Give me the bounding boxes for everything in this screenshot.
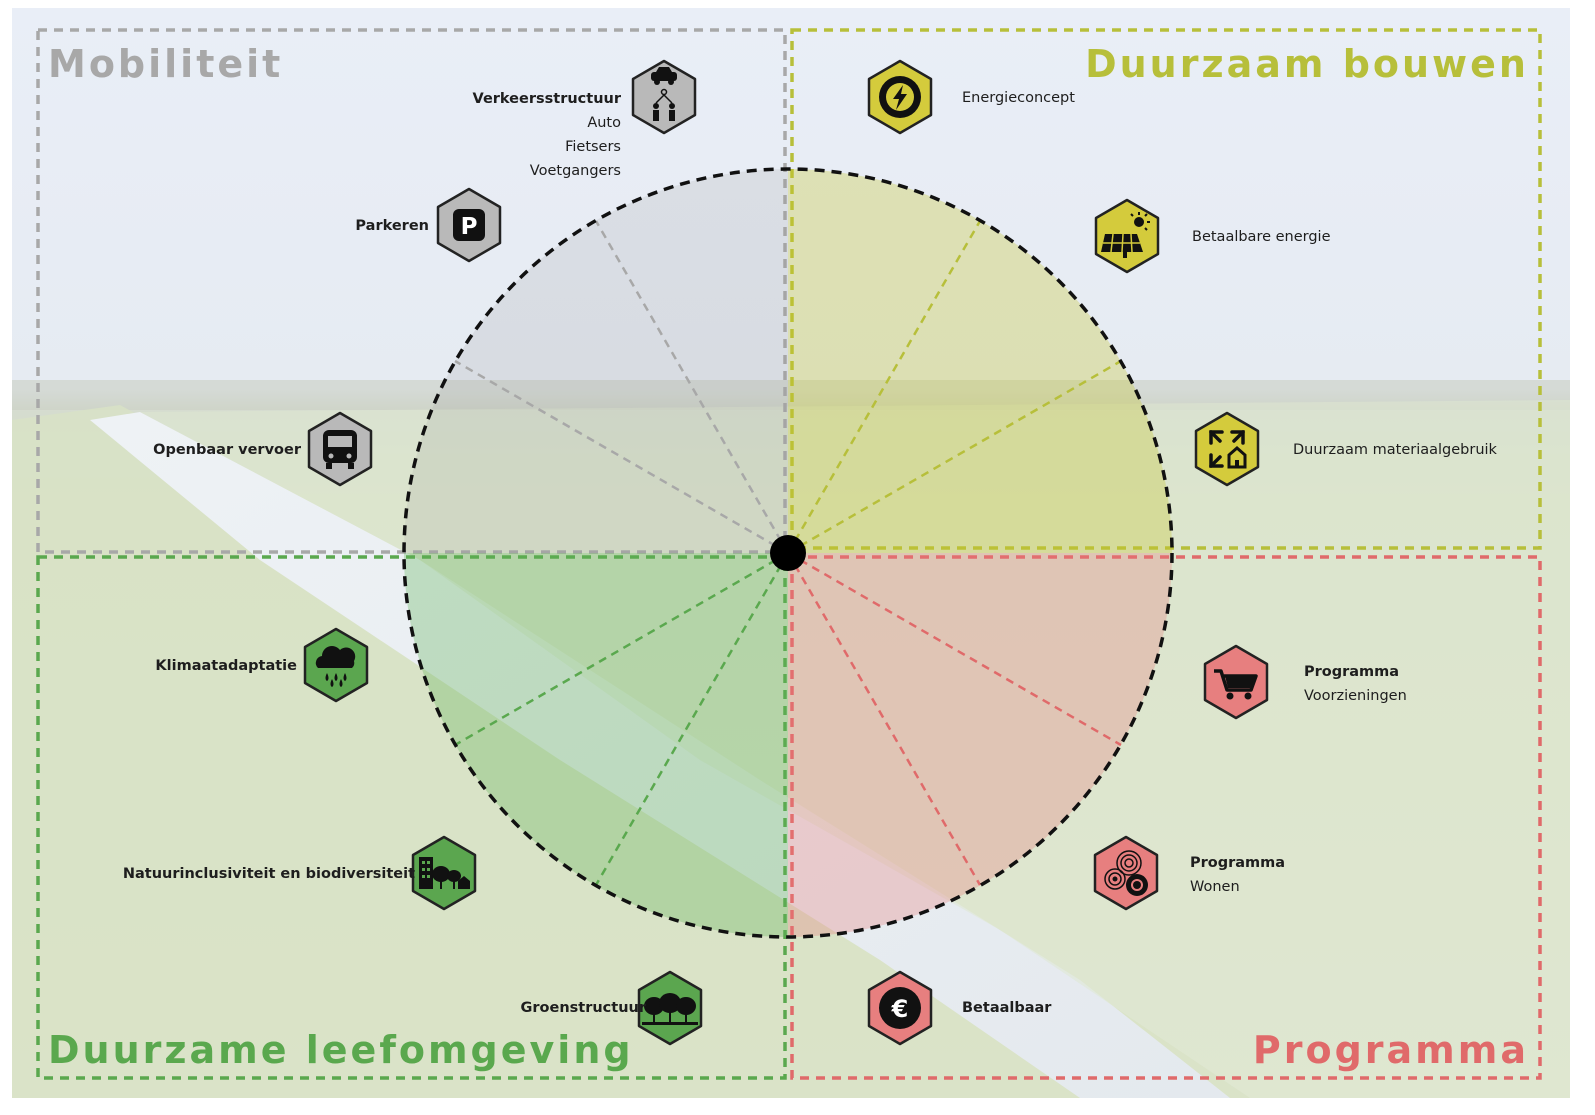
car-people-icon — [631, 59, 697, 135]
label-parkeren: Parkeren — [355, 214, 429, 238]
recycle-house-icon — [1194, 411, 1260, 487]
verkeersstructuur-fietsers: Fietsers — [565, 139, 621, 155]
housing-circles-icon — [1093, 835, 1159, 911]
mobiliteit-frame — [36, 28, 787, 554]
natuurinclusiviteit-title: Natuurinclusiviteit en biodiversiteit — [122, 866, 415, 882]
solar-panel-icon — [1094, 198, 1160, 274]
label-groenstructuur: Groenstructuur — [520, 996, 646, 1020]
quadrant-title-duurzame-leefomgeving: Duurzame leefomgeving — [48, 1028, 634, 1072]
programma-voorzieningen-sub: Voorzieningen — [1304, 688, 1407, 704]
label-betaalbaar: Betaalbaar — [962, 996, 1051, 1020]
quadrant-title-mobiliteit: Mobiliteit — [48, 42, 284, 86]
betaalbaar-title: Betaalbaar — [962, 1000, 1052, 1016]
energy-bolt-icon — [867, 59, 933, 135]
label-duurzaam-materiaalgebruik: Duurzaam materiaalgebruik — [1293, 438, 1497, 462]
betaalbare-energie-title: Betaalbare energie — [1192, 229, 1331, 245]
main-circle — [402, 167, 1174, 939]
label-openbaar-vervoer: Openbaar vervoer — [153, 438, 301, 462]
parking-icon: P — [436, 187, 502, 263]
programma-frame — [790, 555, 1542, 1080]
klimaatadaptatie-title: Klimaatadaptatie — [155, 658, 297, 674]
duurzame-leefomgeving-frame — [36, 555, 787, 1080]
bus-icon — [307, 411, 373, 487]
openbaar-vervoer-title: Openbaar vervoer — [153, 442, 301, 458]
programma-voorzieningen-title: Programma — [1304, 664, 1400, 680]
parkeren-title: Parkeren — [355, 218, 429, 234]
svg-text:€: € — [891, 995, 909, 1023]
spoke-natuurinclusiviteit — [594, 552, 790, 886]
label-programma-voorzieningen: Programma Voorzieningen — [1304, 660, 1407, 708]
duurzaam-bouwen-frame — [790, 28, 1542, 550]
label-energieconcept: Energieconcept — [962, 86, 1075, 110]
label-programma-wonen: Programma Wonen — [1190, 851, 1285, 899]
label-klimaatadaptatie: Klimaatadaptatie — [155, 654, 297, 678]
duurzaam-materiaalgebruik-title: Duurzaam materiaalgebruik — [1293, 442, 1497, 458]
circle-sector-duurzame-leefomgeving — [404, 553, 788, 937]
quadrant-title-duurzaam-bouwen: Duurzaam bouwen — [1085, 42, 1529, 86]
shopping-cart-icon — [1203, 644, 1269, 720]
label-verkeersstructuur: Verkeersstructuur Auto Fietsers Voetgang… — [473, 87, 621, 183]
circle-sector-programma — [788, 553, 1172, 937]
building-trees-icon — [411, 835, 477, 911]
spoke-verkeersstructuur — [594, 220, 790, 554]
label-betaalbare-energie: Betaalbare energie — [1192, 225, 1331, 249]
spoke-energieconcept — [786, 220, 982, 554]
label-natuurinclusiviteit: Natuurinclusiviteit en biodiversiteit — [123, 862, 415, 886]
verkeersstructuur-auto: Auto — [587, 115, 621, 131]
circle-sector-mobiliteit — [404, 169, 788, 553]
quadrant-title-programma: Programma — [1252, 1028, 1529, 1072]
energieconcept-title: Energieconcept — [962, 90, 1075, 106]
circle-sector-duurzaam-bouwen — [788, 169, 1172, 553]
center-dot — [770, 535, 806, 571]
groenstructuur-title: Groenstructuur — [520, 1000, 646, 1016]
verkeersstructuur-voetgangers: Voetgangers — [529, 163, 621, 179]
rain-cloud-icon — [303, 627, 369, 703]
programma-wonen-title: Programma — [1190, 855, 1286, 871]
spoke-programma-wonen — [786, 552, 982, 886]
euro-icon: € — [867, 970, 933, 1046]
svg-text:P: P — [461, 214, 478, 240]
programma-wonen-sub: Wonen — [1190, 879, 1240, 895]
trees-icon — [637, 970, 703, 1046]
verkeersstructuur-title: Verkeersstructuur — [472, 91, 621, 107]
